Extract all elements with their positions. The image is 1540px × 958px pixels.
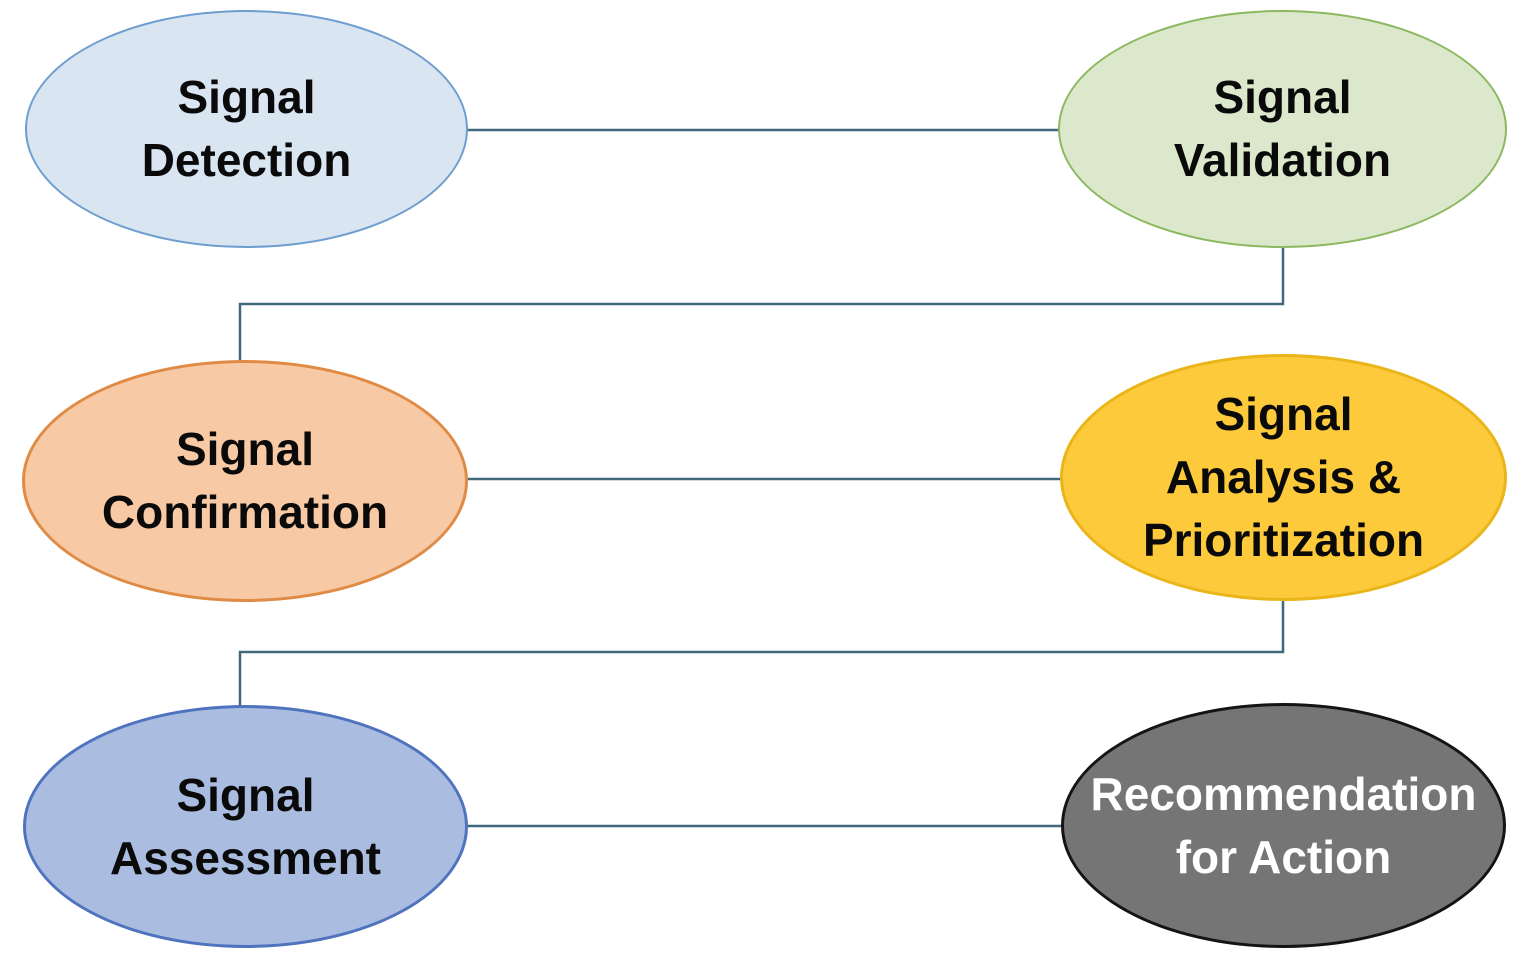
node-label-line: for Action xyxy=(1175,830,1392,883)
node-signal-validation: Signal Validation xyxy=(1058,10,1507,248)
node-label-line: Assessment xyxy=(109,831,382,884)
node-label-line: Validation xyxy=(1173,134,1392,186)
node-signal-assessment: Signal Assessment xyxy=(23,705,468,948)
node-label-line: Signal xyxy=(175,423,314,475)
node-signal-confirmation: Signal Confirmation xyxy=(22,360,468,602)
connector-analysis-to-assessment xyxy=(238,599,1285,707)
node-signal-confirmation-label: Signal Confirmation xyxy=(102,418,388,544)
node-label-line: Recommendation xyxy=(1090,767,1477,820)
node-label-line: Signal xyxy=(176,768,315,821)
node-label-line: Confirmation xyxy=(101,486,389,538)
node-recommendation-for-action: Recommendation for Action xyxy=(1061,703,1506,948)
node-signal-detection-label: Signal Detection xyxy=(142,66,352,192)
node-label-line: Signal xyxy=(1214,388,1353,440)
node-signal-analysis-prioritization: Signal Analysis & Prioritization xyxy=(1060,354,1507,601)
node-signal-validation-label: Signal Validation xyxy=(1174,66,1391,192)
node-label-line: Signal xyxy=(1213,71,1352,123)
node-signal-assessment-label: Signal Assessment xyxy=(110,764,381,890)
connector-validation-to-confirmation xyxy=(238,246,1285,362)
node-signal-analysis-prioritization-label: Signal Analysis & Prioritization xyxy=(1143,383,1424,572)
node-label-line: Prioritization xyxy=(1142,514,1425,566)
node-label-line: Signal xyxy=(177,71,316,123)
node-label-line: Detection xyxy=(141,134,352,186)
node-signal-detection: Signal Detection xyxy=(25,10,468,248)
node-recommendation-for-action-label: Recommendation for Action xyxy=(1091,763,1477,889)
node-label-line: Analysis & xyxy=(1165,451,1402,503)
